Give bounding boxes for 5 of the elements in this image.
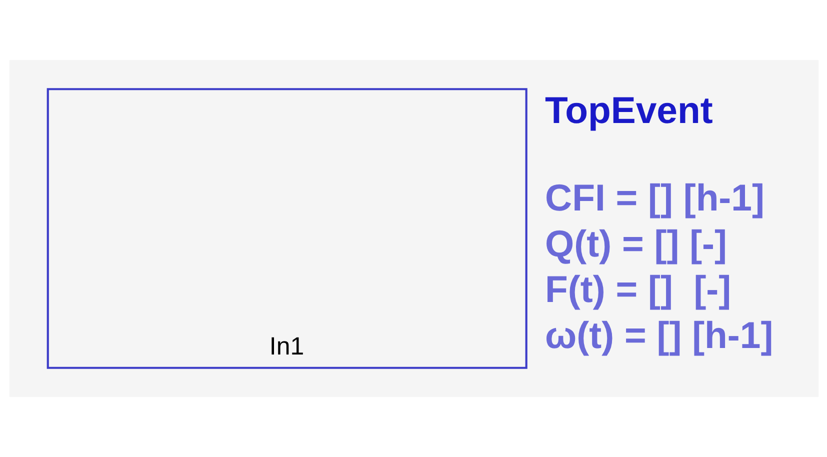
node-label: ω(t) = [] [h-1] <box>544 314 773 356</box>
node-label: Q(t) = [] [-] <box>544 222 726 264</box>
node-label: CFI = [] [h-1] <box>544 176 764 219</box>
node-label: TopEvent <box>544 89 712 132</box>
node-label: F(t) = [] [-] <box>544 268 731 310</box>
